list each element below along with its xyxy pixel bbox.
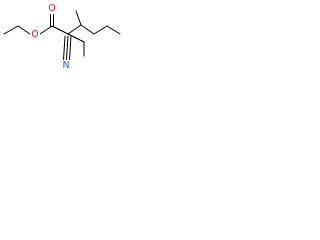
bond-quaternary-ch xyxy=(67,24,82,35)
bond-nitrile-c xyxy=(69,35,72,61)
bond-ch-methyl xyxy=(75,10,82,26)
bond-ethyl2-ch2 xyxy=(67,33,85,43)
carbonyl-oxygen-label: O xyxy=(48,3,55,14)
bonds xyxy=(3,10,121,61)
bond-nitrile-b xyxy=(66,35,69,61)
bond-o-carbonyl xyxy=(39,25,53,35)
ester-oxygen-label: O xyxy=(31,29,38,40)
bond-propyl-1 xyxy=(80,24,95,35)
bond-propyl-3 xyxy=(106,25,121,35)
bond-carbonyl-quaternary xyxy=(51,25,69,35)
bond-propyl-2 xyxy=(93,25,108,35)
bond-ethyl-ch2-o xyxy=(17,25,31,35)
bond-nitrile-a xyxy=(63,35,66,61)
atom-labels: O O N xyxy=(30,3,71,71)
nitrile-nitrogen-label: N xyxy=(62,60,69,71)
skeletal-structure-diagram: O O N xyxy=(3,3,121,71)
bond-ethyl-ch3 xyxy=(3,25,19,35)
